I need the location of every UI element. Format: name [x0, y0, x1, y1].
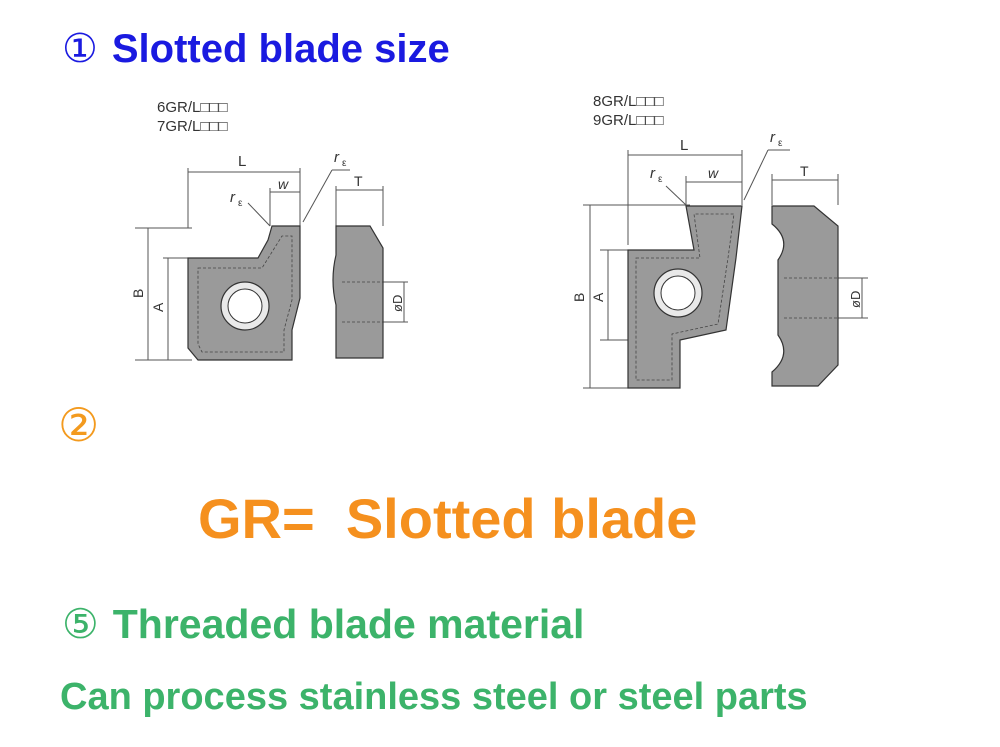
- left-model-2: 7GR/L□□□: [157, 118, 228, 135]
- right-label-r-top: r: [770, 129, 776, 146]
- right-label-L: L: [680, 137, 688, 154]
- heading-threaded-blade-material: ⑤ Threaded blade material: [62, 600, 584, 648]
- right-insert-side: [771, 205, 839, 387]
- left-r-leader: [247, 202, 271, 227]
- left-label-A: A: [150, 302, 166, 312]
- left-insert-diagram: L w r ε r ε T B A øD: [130, 149, 408, 361]
- right-label-A: A: [590, 292, 606, 302]
- heading-slotted-blade-size: ① Slotted blade size: [62, 26, 450, 72]
- left-label-D: øD: [390, 295, 405, 312]
- right-insert-diagram: L w r ε r ε T B A øD: [571, 129, 868, 389]
- left-label-L: L: [238, 153, 246, 170]
- right-label-B: B: [571, 293, 587, 302]
- gr-definition: GR= Slotted blade: [198, 487, 698, 550]
- right-label-eps-top: ε: [778, 138, 783, 149]
- circled-number-2: ②: [58, 398, 100, 452]
- left-label-eps-top: ε: [342, 158, 347, 169]
- left-insert-hole-inner: [227, 288, 263, 324]
- left-label-w: w: [278, 176, 289, 192]
- right-insert-hidden-lines: [635, 213, 735, 381]
- right-r-leader: [665, 185, 687, 206]
- right-r-leader-top: [743, 149, 769, 201]
- heading-5-text: Threaded blade material: [112, 601, 585, 647]
- left-insert-hidden-lines: [197, 235, 293, 353]
- right-model-2: 9GR/L□□□: [593, 112, 664, 129]
- circled-number-1: ①: [62, 26, 98, 72]
- left-label-r-top: r: [334, 149, 340, 166]
- right-label-eps: ε: [658, 174, 663, 185]
- left-label-eps: ε: [238, 198, 243, 209]
- left-insert-side: [332, 225, 384, 359]
- circled-number-5: ⑤: [62, 600, 99, 648]
- right-model-labels: 8GR/L□□□ 9GR/L□□□: [593, 92, 664, 130]
- left-label-T: T: [354, 173, 363, 189]
- right-label-D: øD: [848, 291, 863, 308]
- right-label-w: w: [708, 165, 719, 181]
- right-label-r: r: [650, 165, 656, 182]
- right-insert-hole-inner: [660, 275, 696, 311]
- right-model-1: 8GR/L□□□: [593, 93, 664, 110]
- material-description: Can process stainless steel or steel par…: [60, 676, 808, 718]
- left-label-B: B: [130, 289, 146, 298]
- heading-1-text: Slotted blade size: [111, 27, 450, 71]
- right-label-T: T: [800, 163, 809, 179]
- left-model-labels: 6GR/L□□□ 7GR/L□□□: [157, 98, 228, 136]
- left-r-leader-top: [302, 169, 333, 223]
- left-model-1: 6GR/L□□□: [157, 99, 228, 116]
- left-label-r: r: [230, 189, 236, 206]
